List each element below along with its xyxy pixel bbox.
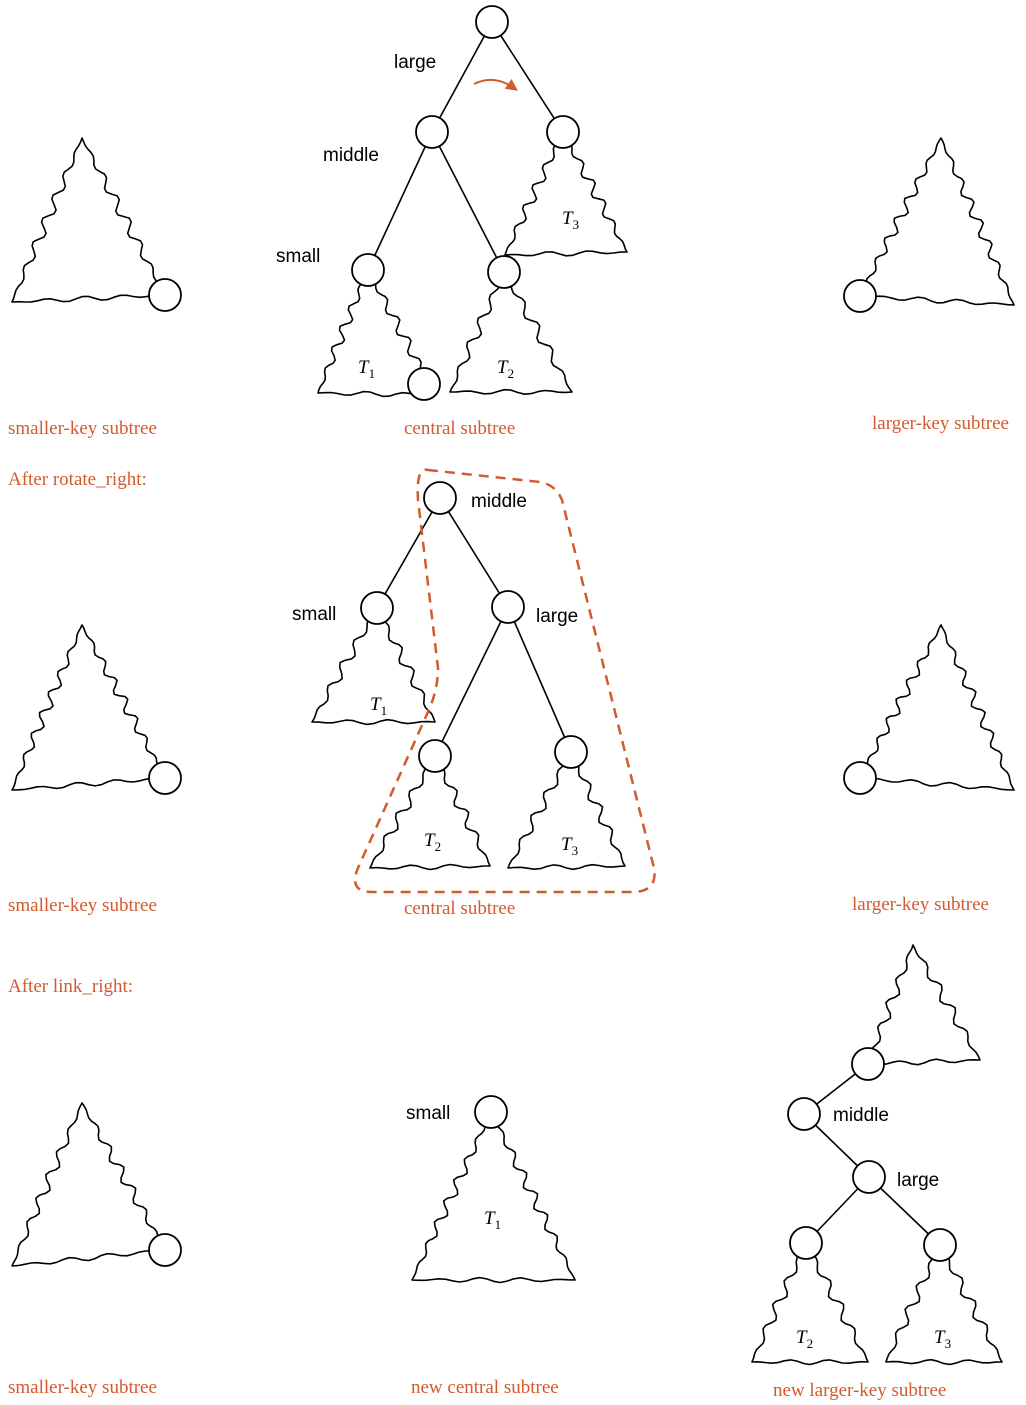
node-middle bbox=[787, 1097, 821, 1131]
caption-central-subtree: central subtree bbox=[404, 418, 515, 439]
caption-smaller-key-subtree: smaller-key subtree bbox=[8, 1377, 157, 1398]
smaller-key-max-node bbox=[148, 278, 182, 312]
t1-label: T1 bbox=[358, 357, 375, 381]
node-small bbox=[351, 253, 385, 287]
node-middle bbox=[415, 115, 449, 149]
edge-middle-small bbox=[367, 131, 433, 271]
t2-tree-shape bbox=[449, 271, 573, 395]
t3-tree-shape bbox=[885, 1244, 1003, 1366]
label-middle: middle bbox=[833, 1105, 889, 1126]
t1-tree-shape bbox=[411, 1111, 576, 1284]
caption-central-subtree: central subtree bbox=[404, 898, 515, 919]
panel-initial: large middle small T1 T2 T3 smaller-key … bbox=[8, 5, 1015, 439]
larger-key-min-node bbox=[843, 279, 877, 313]
t3-label: T3 bbox=[934, 1327, 951, 1351]
caption-smaller-key-subtree: smaller-key subtree bbox=[8, 895, 157, 916]
smaller-key-tree-shape bbox=[11, 624, 166, 791]
edge-middle-small bbox=[376, 497, 441, 609]
t2-label: T2 bbox=[796, 1327, 813, 1351]
label-middle: middle bbox=[471, 491, 527, 512]
node-large-left-child bbox=[418, 739, 452, 773]
larger-key-tree-shape bbox=[859, 137, 1015, 306]
t2-label: T2 bbox=[497, 357, 514, 381]
label-small: small bbox=[292, 604, 336, 625]
node-t1-extra bbox=[407, 367, 441, 401]
edge-large-middle bbox=[431, 21, 493, 133]
central-subtree-dashed-outline bbox=[353, 468, 656, 894]
edge-large-right bbox=[507, 606, 572, 753]
node-small bbox=[360, 591, 394, 625]
t1-tree-shape bbox=[311, 607, 436, 726]
caption-larger-key-subtree: larger-key subtree bbox=[872, 413, 1009, 434]
t1-label: T1 bbox=[370, 694, 387, 718]
label-small: small bbox=[406, 1103, 450, 1124]
panel-after-rotate-right: After rotate_right: middle small large T… bbox=[8, 468, 1015, 919]
heading-after-rotate-right: After rotate_right: bbox=[8, 469, 147, 490]
t3-label: T3 bbox=[562, 208, 579, 232]
larger-key-upper-tree-shape bbox=[867, 944, 981, 1066]
caption-smaller-key-subtree: smaller-key subtree bbox=[8, 418, 157, 439]
t3-tree-shape bbox=[507, 751, 626, 871]
smaller-key-tree-shape bbox=[11, 137, 166, 303]
edge-large-left bbox=[434, 606, 509, 757]
node-large bbox=[852, 1160, 886, 1194]
node-middle-right-child bbox=[487, 255, 521, 289]
t3-label: T3 bbox=[561, 834, 578, 858]
edge-large-right bbox=[491, 21, 564, 133]
caption-larger-key-subtree: larger-key subtree bbox=[852, 894, 989, 915]
node-middle bbox=[423, 481, 457, 515]
node-large-left-child bbox=[789, 1226, 823, 1260]
edge-middle-large bbox=[439, 497, 509, 608]
label-small: small bbox=[276, 246, 320, 267]
edge-middle-right bbox=[431, 131, 505, 273]
caption-new-larger-key-subtree: new larger-key subtree bbox=[773, 1380, 946, 1401]
node-small bbox=[474, 1095, 508, 1129]
label-middle: middle bbox=[323, 145, 379, 166]
t1-tree-shape bbox=[317, 269, 436, 398]
label-large: large bbox=[536, 606, 578, 627]
t3-tree-shape bbox=[504, 131, 628, 257]
label-large: large bbox=[897, 1170, 939, 1191]
node-large-right-child bbox=[554, 735, 588, 769]
smaller-key-max-node bbox=[148, 761, 182, 795]
node-large bbox=[491, 590, 525, 624]
node-large bbox=[475, 5, 509, 39]
larger-key-min-node bbox=[843, 761, 877, 795]
larger-key-min-node bbox=[851, 1047, 885, 1081]
rotation-arrow-icon bbox=[473, 78, 518, 91]
t2-tree-shape bbox=[751, 1242, 869, 1366]
caption-new-central-subtree: new central subtree bbox=[411, 1377, 559, 1398]
smaller-key-tree-shape bbox=[11, 1102, 166, 1267]
t1-label: T1 bbox=[484, 1208, 501, 1232]
t2-label: T2 bbox=[424, 830, 441, 854]
node-large-right-child bbox=[923, 1228, 957, 1262]
larger-key-tree-shape bbox=[859, 624, 1015, 791]
label-large: large bbox=[394, 52, 436, 73]
smaller-key-max-node bbox=[148, 1233, 182, 1267]
heading-after-link-right: After link_right: bbox=[8, 976, 133, 997]
panel-after-link-right: After link_right: small T1 middle large … bbox=[8, 944, 1003, 1401]
t2-tree-shape bbox=[369, 755, 491, 871]
node-large-right-child bbox=[546, 115, 580, 149]
